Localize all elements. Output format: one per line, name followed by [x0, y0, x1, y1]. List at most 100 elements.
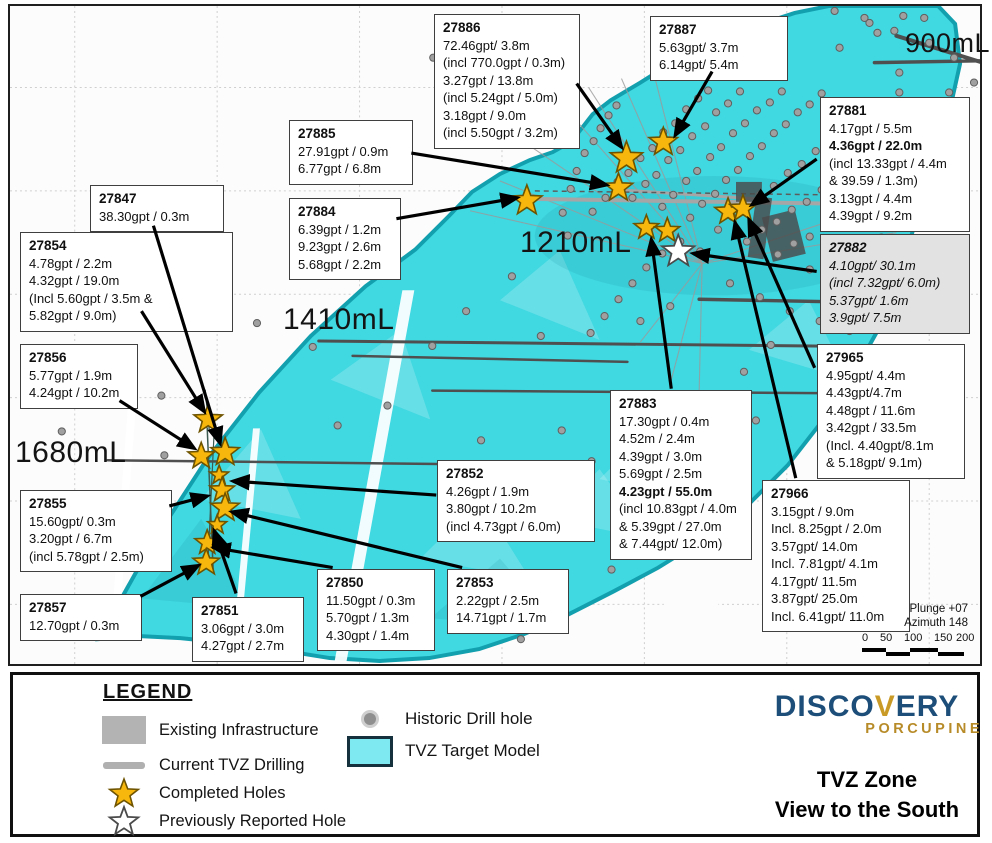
historic-drill-hole-dot: [777, 87, 786, 96]
historic-drill-hole-dot: [781, 120, 790, 129]
historic-drill-hole-dot: [566, 184, 575, 193]
historic-drill-hole-dot: [817, 89, 826, 98]
historic-drill-hole-dot: [757, 142, 766, 151]
level-label-900mL: 900mL: [905, 28, 991, 58]
completed-hole-star-icon: [107, 776, 141, 808]
scale-label: 150: [934, 632, 953, 644]
logo-wordmark: DISCOVERY: [774, 690, 960, 723]
callout-hole-id: 27857: [29, 600, 67, 615]
historic-drill-hole-dot: [950, 53, 959, 62]
assay-line: 4.48gpt / 11.6m: [826, 402, 916, 418]
historic-drill-hole-dot: [783, 168, 792, 178]
historic-drill-hole-dot: [920, 13, 929, 23]
historic-drill-hole-dot: [969, 78, 979, 87]
assay-line: (incl 5.78gpt / 2.5m): [29, 548, 144, 564]
historic-drill-hole-dot: [765, 98, 774, 107]
assay-line: & 7.44gpt/ 12.0m): [619, 536, 723, 551]
assay-line: 5.77gpt / 1.9m: [29, 367, 113, 383]
level-label-1210mL: 1210mL: [520, 226, 632, 259]
assay-line: 5.70gpt / 1.3m: [326, 610, 410, 625]
historic-drill-hole-dot: [766, 340, 775, 350]
historic-drill-hole-dot: [725, 279, 735, 288]
historic-drill-hole-dot: [899, 11, 908, 21]
historic-drill-hole-dot: [536, 331, 545, 341]
assay-line: 4.78gpt / 2.2m: [29, 255, 113, 271]
historic-drill-hole-dot: [873, 28, 882, 37]
historic-drill-hole-dot: [607, 565, 616, 574]
historic-drill-hole-dot: [658, 202, 667, 211]
historic-drill-hole-dot: [830, 6, 839, 16]
legend-item-historic-drill-hole: Historic Drill hole: [343, 705, 533, 733]
historic-drill-hole-dot: [589, 137, 598, 146]
assay-line: & 5.18gpt/ 9.1m): [826, 455, 923, 470]
historic-drill-hole-dot: [735, 87, 745, 96]
historic-drill-hole-dot: [721, 175, 731, 185]
assay-line: 3.13gpt / 4.4m: [829, 190, 913, 206]
assay-line: 14.71gpt / 1.7m: [456, 610, 547, 625]
historic-drill-hole-dot: [652, 170, 661, 180]
assay-line: 4.27gpt / 2.7m: [201, 638, 285, 653]
assay-line: (Incl. 4.40gpt/8.1m: [826, 437, 934, 453]
assay-line: 38.30gpt / 0.3m: [99, 208, 190, 224]
historic-drill-hole-dot: [769, 129, 778, 138]
assay-line: 4.36gpt / 22.0m: [829, 138, 923, 153]
callout-hole-id: 27856: [29, 350, 67, 365]
historic-drill-hole-dot: [712, 108, 721, 117]
callout-hole-id: 27887: [659, 22, 697, 37]
callout-hole-id: 27884: [298, 204, 336, 219]
historic-drill-hole-dot: [739, 367, 749, 376]
historic-drill-hole-dot: [740, 119, 750, 128]
callout-hole-id: 27885: [298, 126, 336, 141]
assay-line: 6.77gpt / 6.8m: [298, 161, 382, 176]
callout-hole-id: 27852: [446, 466, 484, 481]
callout-hole-id: 27854: [29, 238, 67, 253]
historic-drill-hole-dot: [476, 436, 486, 445]
historic-drill-hole-dot: [664, 155, 673, 165]
historic-drill-hole-dot: [752, 106, 762, 115]
scale-label: 50: [880, 632, 893, 644]
historic-drill-hole-dot: [728, 129, 738, 138]
historic-drill-hole-dot: [711, 189, 720, 198]
plunge-label: Plunge +07: [909, 603, 968, 615]
historic-drill-hole-dot: [682, 105, 691, 114]
assay-line: 3.18gpt / 9.0m: [443, 107, 527, 123]
historic-drill-hole-dot: [860, 13, 869, 23]
assay-line: 3.9gpt/ 7.5m: [829, 310, 902, 325]
scale-label: 100: [904, 632, 923, 644]
gray-line-swatch: [103, 761, 145, 769]
historic-drill-hole-dot: [787, 205, 796, 214]
historic-drill-hole-dot: [945, 88, 954, 97]
historic-drill-hole-dot: [755, 190, 764, 199]
assay-line: 5.37gpt/ 1.6m: [829, 292, 909, 308]
level-label-1680mL: 1680mL: [15, 436, 127, 469]
historic-drill-hole-dot: [701, 122, 710, 131]
assay-line: (Incl 5.60gpt / 3.5m &: [29, 290, 153, 306]
assay-line: 4.23gpt / 55.0m: [619, 483, 713, 499]
historic-drill-hole-dot: [557, 426, 566, 435]
historic-drill-hole-dot: [641, 179, 650, 188]
assay-line: (incl 7.32gpt/ 6.0m): [829, 275, 941, 290]
assay-line: 4.95gpt/ 4.4m: [826, 367, 906, 383]
assay-line: 4.43gpt/4.7m: [826, 385, 902, 400]
assay-line: 5.69gpt / 2.5m: [619, 466, 703, 481]
historic-drill-hole-dot: [693, 166, 702, 176]
historic-drill-hole-dot: [769, 181, 778, 190]
assay-line: 72.46gpt/ 3.8m: [443, 37, 530, 53]
historic-drill-hole-dot: [745, 152, 755, 161]
historic-drill-hole-dot: [628, 193, 637, 202]
historic-drill-hole-dot: [802, 197, 811, 206]
